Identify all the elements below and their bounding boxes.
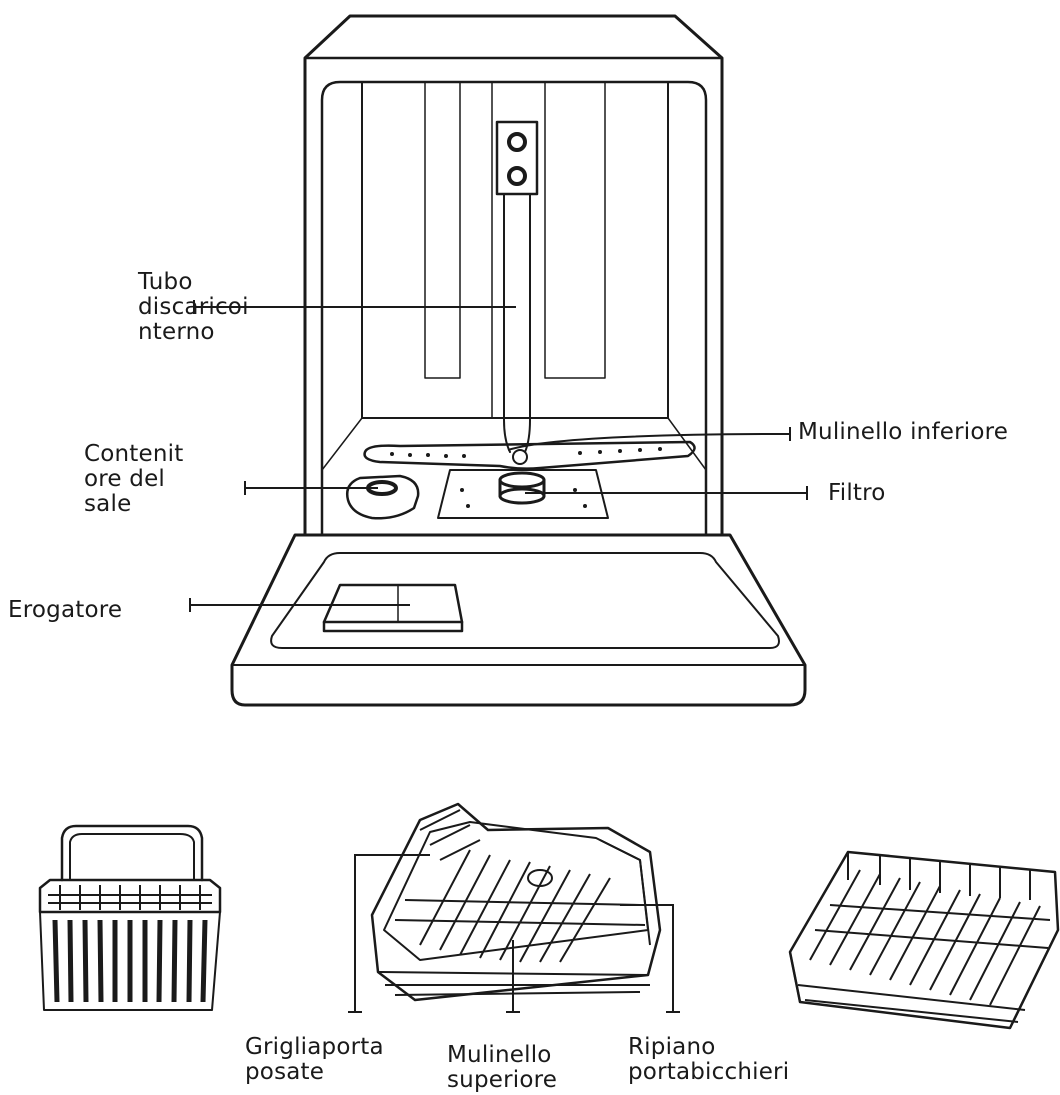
cutlery-basket bbox=[38, 824, 222, 1011]
dishwasher-door bbox=[230, 533, 807, 707]
lower-basket bbox=[788, 850, 1060, 1030]
upper-basket bbox=[370, 802, 662, 1002]
label-filtro: Filtro bbox=[828, 480, 886, 506]
detergent-dispenser bbox=[322, 583, 464, 633]
basket-leader-lines bbox=[348, 854, 680, 1013]
label-griglia-porta-posate: Grigliaporta posate bbox=[245, 1034, 384, 1085]
label-mulinello-superiore: Mulinello superiore bbox=[447, 1042, 558, 1093]
label-contenitore-del-sale: Contenit ore del sale bbox=[84, 441, 184, 517]
label-erogatore: Erogatore bbox=[8, 597, 123, 623]
lower-spray-arm bbox=[363, 440, 696, 470]
drain-tube bbox=[495, 120, 539, 453]
leader-lines bbox=[189, 300, 808, 612]
label-mulinello-inferiore: Mulinello inferiore bbox=[798, 419, 1009, 445]
label-tubo-discarico-interno: Tubo discaricoi nterno bbox=[138, 269, 249, 345]
label-ripiano-portabicchieri: Ripiano portabicchieri bbox=[628, 1034, 790, 1085]
salt-container bbox=[346, 474, 420, 520]
